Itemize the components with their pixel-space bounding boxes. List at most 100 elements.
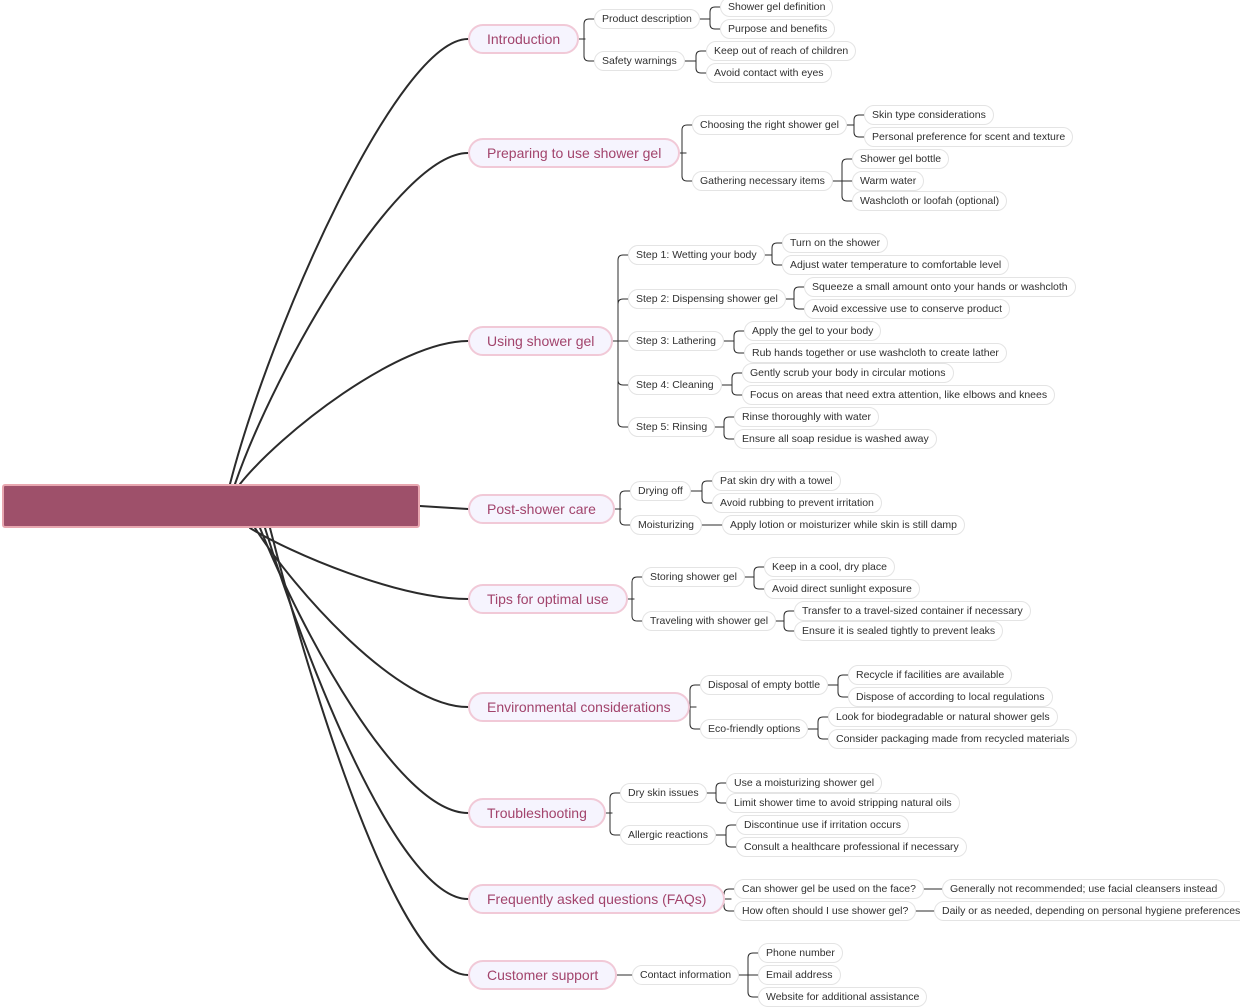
leaf-personal-preference-for-scent-and-textur[interactable]: Personal preference for scent and textur… [864,127,1074,147]
branch-tips-for-optimal-use[interactable]: Tips for optimal use [468,584,628,614]
branch-2-connector-branch-3 [617,379,629,386]
leaf-rinse-thoroughly-with-water[interactable]: Rinse thoroughly with water [734,407,879,427]
leaf-keep-in-a-cool-dry-place[interactable]: Keep in a cool, dry place [764,557,895,577]
leaf-skin-type-considerations[interactable]: Skin type considerations [864,105,994,125]
branch-customer-support[interactable]: Customer support [468,960,618,990]
subtopic-how-often-should-i-use-shower-gel[interactable]: How often should I use shower gel? [734,901,917,921]
branch-3-connector-branch-1 [619,519,631,526]
subtopic-step-2-dispensing-shower-gel[interactable]: Step 2: Dispensing shower gel [628,289,786,309]
subtopic-dry-skin-issues[interactable]: Dry skin issues [620,783,707,803]
subtopic-eco-friendly-options[interactable]: Eco-friendly options [700,719,809,739]
subtopic-step-3-lathering[interactable]: Step 3: Lathering [628,331,724,351]
branch-troubleshooting[interactable]: Troubleshooting [468,798,606,828]
root-topic[interactable] [2,484,420,528]
leaf-shower-gel-definition[interactable]: Shower gel definition [720,0,834,17]
leaf-pat-skin-dry-with-a-towel[interactable]: Pat skin dry with a towel [712,471,841,491]
leaf-apply-the-gel-to-your-body[interactable]: Apply the gel to your body [744,321,882,341]
subtopic-disposal-of-empty-bottle[interactable]: Disposal of empty bottle [700,675,829,695]
subtopic-4-0-connector-branch-1 [753,583,765,590]
leaf-keep-out-of-reach-of-children[interactable]: Keep out of reach of children [706,41,857,61]
leaf-apply-lotion-or-moisturizer-while-skin-i[interactable]: Apply lotion or moisturizer while skin i… [722,515,965,535]
subtopic-4-0-connector-branch-0 [753,566,765,573]
branch-0-connector-branch-0 [583,18,595,25]
subtopic-product-description[interactable]: Product description [594,9,700,29]
leaf-generally-not-recommended-use-facial-cle[interactable]: Generally not recommended; use facial cl… [942,879,1226,899]
subtopic-step-4-cleaning[interactable]: Step 4: Cleaning [628,375,722,395]
leaf-use-a-moisturizing-shower-gel[interactable]: Use a moisturizing shower gel [726,773,883,793]
branch-6-connector-branch-0 [609,792,621,799]
leaf-adjust-water-temperature-to-comfortable-[interactable]: Adjust water temperature to comfortable … [782,255,1010,275]
branch-preparing-to-use-shower-gel[interactable]: Preparing to use shower gel [468,138,681,168]
subtopic-storing-shower-gel[interactable]: Storing shower gel [642,567,745,587]
leaf-transfer-to-a-travel-sized-container-if-[interactable]: Transfer to a travel-sized container if … [794,601,1031,621]
leaf-warm-water[interactable]: Warm water [852,171,925,191]
subtopic-2-4-connector-branch-1 [723,433,735,440]
subtopic-moisturizing[interactable]: Moisturizing [630,515,703,535]
root-link-2 [239,340,469,485]
root-link-1 [234,152,469,485]
subtopic-0-0-connector-branch-1 [709,23,721,30]
leaf-shower-gel-bottle[interactable]: Shower gel bottle [852,149,950,169]
leaf-consult-a-healthcare-professional-if-nec[interactable]: Consult a healthcare professional if nec… [736,837,967,857]
branch-2-connector-branch-1 [617,298,629,305]
subtopic-contact-information[interactable]: Contact information [632,965,740,985]
leaf-avoid-excessive-use-to-conserve-product[interactable]: Avoid excessive use to conserve product [804,299,1011,319]
subtopic-safety-warnings[interactable]: Safety warnings [594,51,685,71]
branch-5-connector-branch-1 [689,723,701,730]
leaf-ensure-all-soap-residue-is-washed-away[interactable]: Ensure all soap residue is washed away [734,429,937,449]
root-link-7 [264,527,469,900]
leaf-discontinue-use-if-irritation-occurs[interactable]: Discontinue use if irritation occurs [736,815,909,835]
branch-environmental-considerations[interactable]: Environmental considerations [468,692,690,722]
leaf-ensure-it-is-sealed-tightly-to-prevent-l[interactable]: Ensure it is sealed tightly to prevent l… [794,621,1004,641]
branch-using-shower-gel[interactable]: Using shower gel [468,326,614,356]
subtopic-1-0-connector-branch-1 [853,131,865,138]
subtopic-drying-off[interactable]: Drying off [630,481,691,501]
leaf-daily-or-as-needed-depending-on-personal[interactable]: Daily or as needed, depending on persona… [934,901,1240,921]
leaf-look-for-biodegradable-or-natural-shower[interactable]: Look for biodegradable or natural shower… [828,707,1058,727]
leaf-website-for-additional-assistance[interactable]: Website for additional assistance [758,987,928,1007]
subtopic-choosing-the-right-shower-gel[interactable]: Choosing the right shower gel [692,115,847,135]
subtopic-allergic-reactions[interactable]: Allergic reactions [620,825,716,845]
leaf-email-address[interactable]: Email address [758,965,841,985]
branch-introduction[interactable]: Introduction [468,24,580,54]
leaf-washcloth-or-loofah-optional[interactable]: Washcloth or loofah (optional) [852,191,1008,211]
leaf-limit-shower-time-to-avoid-stripping-nat[interactable]: Limit shower time to avoid stripping nat… [726,793,960,813]
subtopic-5-0-connector-branch-0 [837,674,849,681]
subtopic-6-0-connector-branch-0 [715,782,727,789]
branch-post-shower-care[interactable]: Post-shower care [468,494,615,524]
leaf-consider-packaging-made-from-recycled-ma[interactable]: Consider packaging made from recycled ma… [828,729,1078,749]
leaf-squeeze-a-small-amount-onto-your-hands-o[interactable]: Squeeze a small amount onto your hands o… [804,277,1076,297]
branch-7-connector-branch-1 [723,905,735,912]
subtopic-can-shower-gel-be-used-on-the-face[interactable]: Can shower gel be used on the face? [734,879,924,899]
subtopic-step-5-rinsing[interactable]: Step 5: Rinsing [628,417,716,437]
root-link-8 [269,527,469,976]
subtopic-2-4-connector-branch-0 [723,416,735,423]
subtopic-0-0-connector-branch-0 [709,6,721,13]
root-link-3 [419,505,469,510]
subtopic-2-2-connector-branch-0 [733,330,745,337]
subtopic-3-0-connector-branch-0 [701,480,713,487]
leaf-recycle-if-facilities-are-available[interactable]: Recycle if facilities are available [848,665,1013,685]
leaf-gently-scrub-your-body-in-circular-motio[interactable]: Gently scrub your body in circular motio… [742,363,954,383]
branch-frequently-asked-questions-faqs[interactable]: Frequently asked questions (FAQs) [468,884,726,914]
leaf-purpose-and-benefits[interactable]: Purpose and benefits [720,19,836,39]
subtopic-2-3-connector-branch-0 [731,372,743,379]
subtopic-traveling-with-shower-gel[interactable]: Traveling with shower gel [642,611,777,631]
subtopic-2-3-connector-branch-1 [731,389,743,396]
leaf-avoid-rubbing-to-prevent-irritation[interactable]: Avoid rubbing to prevent irritation [712,493,882,513]
branch-7-connector-branch-0 [723,888,735,895]
subtopic-3-0-connector-branch-1 [701,497,713,504]
leaf-avoid-direct-sunlight-exposure[interactable]: Avoid direct sunlight exposure [764,579,920,599]
branch-6-connector-branch-1 [609,829,621,836]
subtopic-gathering-necessary-items[interactable]: Gathering necessary items [692,171,833,191]
leaf-turn-on-the-shower[interactable]: Turn on the shower [782,233,889,253]
leaf-focus-on-areas-that-need-extra-attention[interactable]: Focus on areas that need extra attention… [742,385,1056,405]
leaf-avoid-contact-with-eyes[interactable]: Avoid contact with eyes [706,63,832,83]
subtopic-step-1-wetting-your-body[interactable]: Step 1: Wetting your body [628,245,765,265]
leaf-phone-number[interactable]: Phone number [758,943,843,963]
subtopic-1-1-connector-branch-0 [841,158,853,165]
subtopic-6-1-connector-branch-0 [725,824,737,831]
leaf-rub-hands-together-or-use-washcloth-to-c[interactable]: Rub hands together or use washcloth to c… [744,343,1007,363]
leaf-dispose-of-according-to-local-regulation[interactable]: Dispose of according to local regulation… [848,687,1053,707]
